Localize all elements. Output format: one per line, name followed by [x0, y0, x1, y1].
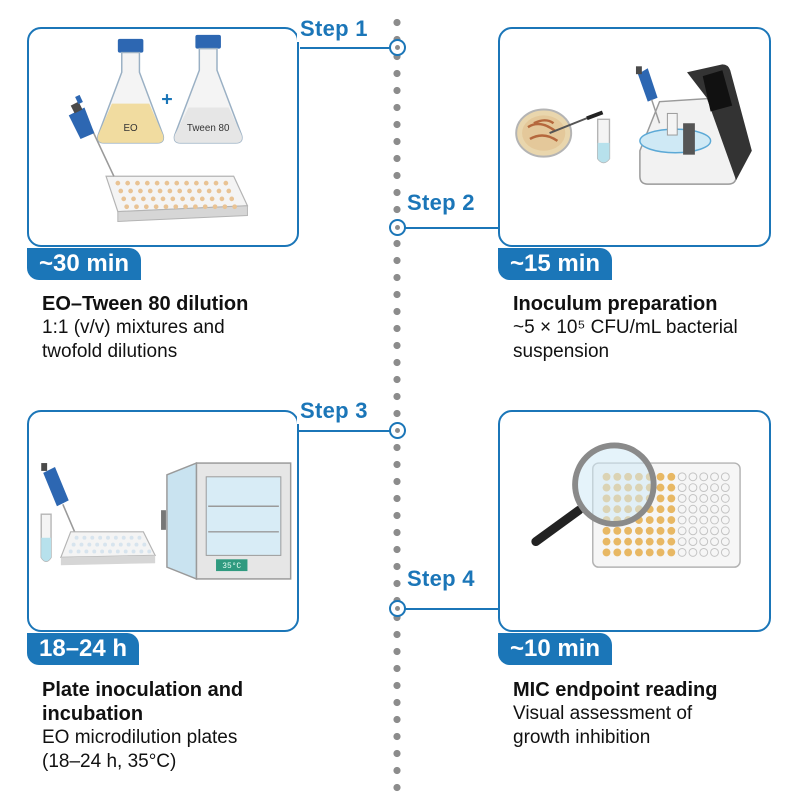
- step-3-card: 35°C: [27, 410, 299, 632]
- timeline-dotted-line: [393, 14, 401, 794]
- dilution-illustration: EO + Tween 80: [68, 34, 249, 222]
- test-tube-icon: [596, 118, 611, 164]
- step-4-node: [389, 600, 406, 617]
- step-2-card: [498, 27, 771, 247]
- tween-flask-icon: Tween 80: [173, 34, 243, 144]
- pipette-icon-2: [635, 66, 661, 124]
- test-tube-icon-2: [40, 513, 52, 562]
- pipette-icon: [68, 94, 115, 177]
- step-1-card: EO + Tween 80: [27, 27, 299, 247]
- step-3-detail-line-2: (18–24 h, 35°C): [42, 751, 177, 772]
- step-1-connector: [300, 47, 397, 49]
- densitometer-icon: [639, 64, 752, 185]
- step-2-title: Inoculum preparation: [513, 293, 718, 315]
- step-1-detail-line-1: 1:1 (v/v) mixtures and: [42, 317, 225, 338]
- step-3-title: Plate inoculation and incubation: [42, 679, 244, 725]
- step-1-label: Step 1: [297, 16, 371, 42]
- step-3-label: Step 3: [297, 398, 371, 424]
- inoculating-loop-icon: [549, 110, 604, 134]
- microplate-icon: [105, 175, 249, 222]
- incubation-illustration: 35°C: [40, 461, 292, 581]
- step-2-connector: [397, 227, 500, 229]
- step-3-time-badge: 18–24 h: [27, 633, 140, 665]
- step-4-title: MIC endpoint reading: [513, 679, 718, 701]
- eo-flask-icon: EO: [97, 38, 165, 144]
- step-1-detail-line-2: twofold dilutions: [42, 341, 178, 362]
- eo-flask-label: EO: [124, 123, 139, 134]
- mic-reading-illustration: [531, 442, 741, 568]
- step-3-description: Plate inoculation and incubation EO micr…: [42, 678, 322, 774]
- step-4-description: MIC endpoint reading Visual assessment o…: [513, 678, 793, 750]
- step-1-node: [389, 39, 406, 56]
- incubator-icon: 35°C: [161, 461, 292, 581]
- step-2-detail-line-1: ~5 × 10⁵ CFU/mL bacterial: [513, 317, 738, 338]
- step-4-card: [498, 410, 771, 632]
- step-3-detail-line-1: EO microdilution plates: [42, 727, 238, 748]
- tween-flask-label: Tween 80: [187, 123, 230, 134]
- step-1-title: EO–Tween 80 dilution: [42, 293, 249, 315]
- step-1-time-badge: ~30 min: [27, 248, 142, 280]
- petri-dish-icon: [515, 108, 573, 158]
- step-4-detail-line-2: growth inhibition: [513, 727, 651, 748]
- step-2-label: Step 2: [404, 190, 478, 216]
- pipette-icon-3: [41, 463, 76, 533]
- inoculum-illustration: [515, 64, 752, 185]
- microplate-icon-2: [60, 531, 157, 566]
- step-2-detail-line-2: suspension: [513, 341, 610, 362]
- step-4-connector: [397, 608, 500, 610]
- step-3-connector: [298, 430, 397, 432]
- step-4-label: Step 4: [404, 566, 478, 592]
- step-3-node: [389, 422, 406, 439]
- step-1-description: EO–Tween 80 dilution 1:1 (v/v) mixtures …: [42, 292, 322, 364]
- incubator-display-readout: 35°C: [222, 562, 241, 571]
- plus-icon: +: [161, 89, 172, 111]
- step-2-time-badge: ~15 min: [498, 248, 613, 280]
- step-2-description: Inoculum preparation ~5 × 10⁵ CFU/mL bac…: [513, 292, 793, 364]
- step-4-detail-line-1: Visual assessment of: [513, 703, 693, 724]
- step-2-node: [389, 219, 406, 236]
- step-4-time-badge: ~10 min: [498, 633, 613, 665]
- magnifying-glass-icon: [531, 442, 657, 547]
